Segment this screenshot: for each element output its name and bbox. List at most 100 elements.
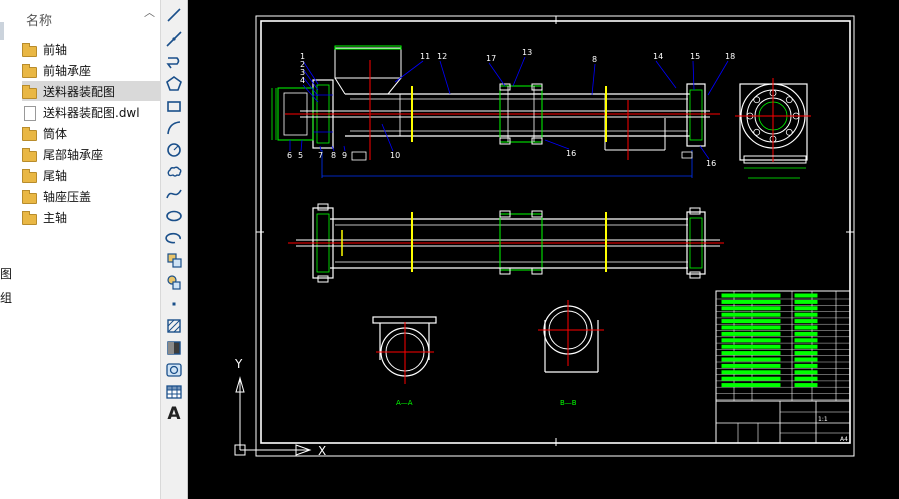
nav-pane-marker — [0, 22, 4, 40]
ellipse-arc-tool-button[interactable] — [164, 228, 184, 248]
polyline-icon — [166, 57, 180, 69]
folder-item[interactable]: 尾轴 — [22, 165, 160, 185]
construction-line-tool-button[interactable] — [164, 29, 184, 49]
table-text-fill — [721, 370, 781, 375]
collapse-icon[interactable]: ︿ — [144, 6, 155, 19]
support-block — [499, 213, 543, 271]
point-tool-button[interactable] — [164, 294, 184, 314]
insert-block-icon — [167, 253, 182, 268]
bolt-hole — [785, 96, 793, 104]
bolt — [317, 275, 329, 283]
polygon-tool-button[interactable] — [164, 74, 184, 94]
part-balloon: 16 — [706, 159, 716, 168]
part-balloon: 5 — [298, 151, 303, 160]
folder-item[interactable]: 前轴 — [22, 39, 160, 59]
circle-icon — [167, 143, 181, 157]
table-text-fill — [794, 319, 818, 324]
table-text-fill — [794, 357, 818, 362]
leader-line — [381, 123, 394, 152]
table-text-fill — [794, 306, 818, 311]
leader-line — [343, 145, 346, 152]
table-text-fill — [794, 299, 818, 304]
leader-line — [302, 76, 319, 97]
part-balloon: 4 — [300, 76, 305, 85]
nav-cut-label[interactable]: 图 — [0, 267, 13, 281]
gradient-tool-button[interactable] — [164, 338, 184, 358]
folder-icon — [22, 63, 37, 78]
file-item[interactable]: 送料器装配图.dwl — [22, 102, 160, 122]
folder-item[interactable]: 主轴 — [22, 207, 160, 227]
title-block — [715, 400, 851, 444]
gradient-icon — [167, 341, 181, 355]
mount-foot — [351, 151, 367, 161]
part-balloon: 3 — [300, 68, 305, 77]
sheet-size-text: A4 — [840, 436, 848, 443]
leader-line — [302, 60, 319, 85]
text-tool-button[interactable]: A — [164, 404, 184, 424]
circle-tool-button[interactable] — [164, 140, 184, 160]
folder-icon — [22, 42, 37, 57]
folder-icon — [22, 126, 37, 141]
polyline-tool-button[interactable] — [164, 53, 184, 73]
construction-line-icon — [166, 31, 182, 47]
part-balloon: 1 — [300, 52, 305, 61]
region-tool-button[interactable] — [164, 360, 184, 380]
part-balloon: 2 — [300, 60, 305, 69]
folder-item[interactable]: 送料器装配图 — [22, 81, 160, 101]
table-text-fill — [721, 357, 781, 362]
dimension-line — [334, 45, 402, 50]
table-text-fill — [794, 325, 818, 330]
line-icon — [167, 8, 181, 22]
file-icon — [22, 105, 37, 121]
section-label: A—A — [396, 399, 413, 407]
line-tool-button[interactable] — [164, 5, 184, 25]
side-view-base — [743, 155, 807, 164]
folder-item[interactable]: 尾部轴承座 — [22, 144, 160, 164]
nav-cut-label[interactable]: 组 — [0, 291, 13, 305]
part-balloon: 8 — [331, 151, 336, 160]
folder-item[interactable]: 前轴承座 — [22, 60, 160, 80]
column-header-name[interactable]: 名称 — [26, 14, 53, 29]
table-text-fill — [721, 351, 781, 356]
bolt — [317, 203, 329, 211]
item-label: 前轴 — [43, 42, 68, 57]
spline-tool-button[interactable] — [164, 184, 184, 204]
inlet-hopper — [334, 47, 402, 79]
insert-block-tool-button[interactable] — [164, 250, 184, 270]
part-balloon: 15 — [690, 52, 700, 61]
leader-line — [699, 145, 710, 160]
leader-line — [488, 62, 506, 87]
ellipse-tool-button[interactable] — [164, 206, 184, 226]
table-text-fill — [721, 306, 781, 311]
hatch-tool-button[interactable] — [164, 316, 184, 336]
support-block — [499, 85, 543, 143]
arc-tool-button[interactable] — [164, 118, 184, 138]
revision-cloud-tool-button[interactable] — [164, 162, 184, 182]
ucs-x-arrow — [295, 444, 312, 456]
leader-line — [331, 145, 335, 152]
region-icon — [166, 363, 182, 377]
folder-item[interactable]: 筒体 — [22, 123, 160, 143]
bolt — [499, 83, 511, 91]
ucs-y-arrow — [235, 376, 245, 393]
table-tool-button[interactable] — [164, 382, 184, 402]
table-text-fill — [721, 338, 781, 343]
rectangle-tool-button[interactable] — [164, 96, 184, 116]
leader-line — [300, 139, 303, 152]
drawing-geometry — [334, 77, 346, 95]
table-text-fill — [721, 363, 781, 368]
make-block-tool-button[interactable] — [164, 272, 184, 292]
part-balloon: 9 — [342, 151, 347, 160]
table-text-fill — [721, 319, 781, 324]
folder-icon — [22, 210, 37, 225]
part-balloon: 12 — [437, 52, 447, 61]
folder-item[interactable]: 轴座压盖 — [22, 186, 160, 206]
make-block-icon — [167, 275, 181, 290]
point-icon — [172, 302, 176, 306]
leader-line — [692, 60, 695, 91]
draw-toolbar: A — [161, 0, 188, 499]
table-text-fill — [721, 331, 781, 336]
scale-text: 1:1 — [818, 416, 828, 423]
